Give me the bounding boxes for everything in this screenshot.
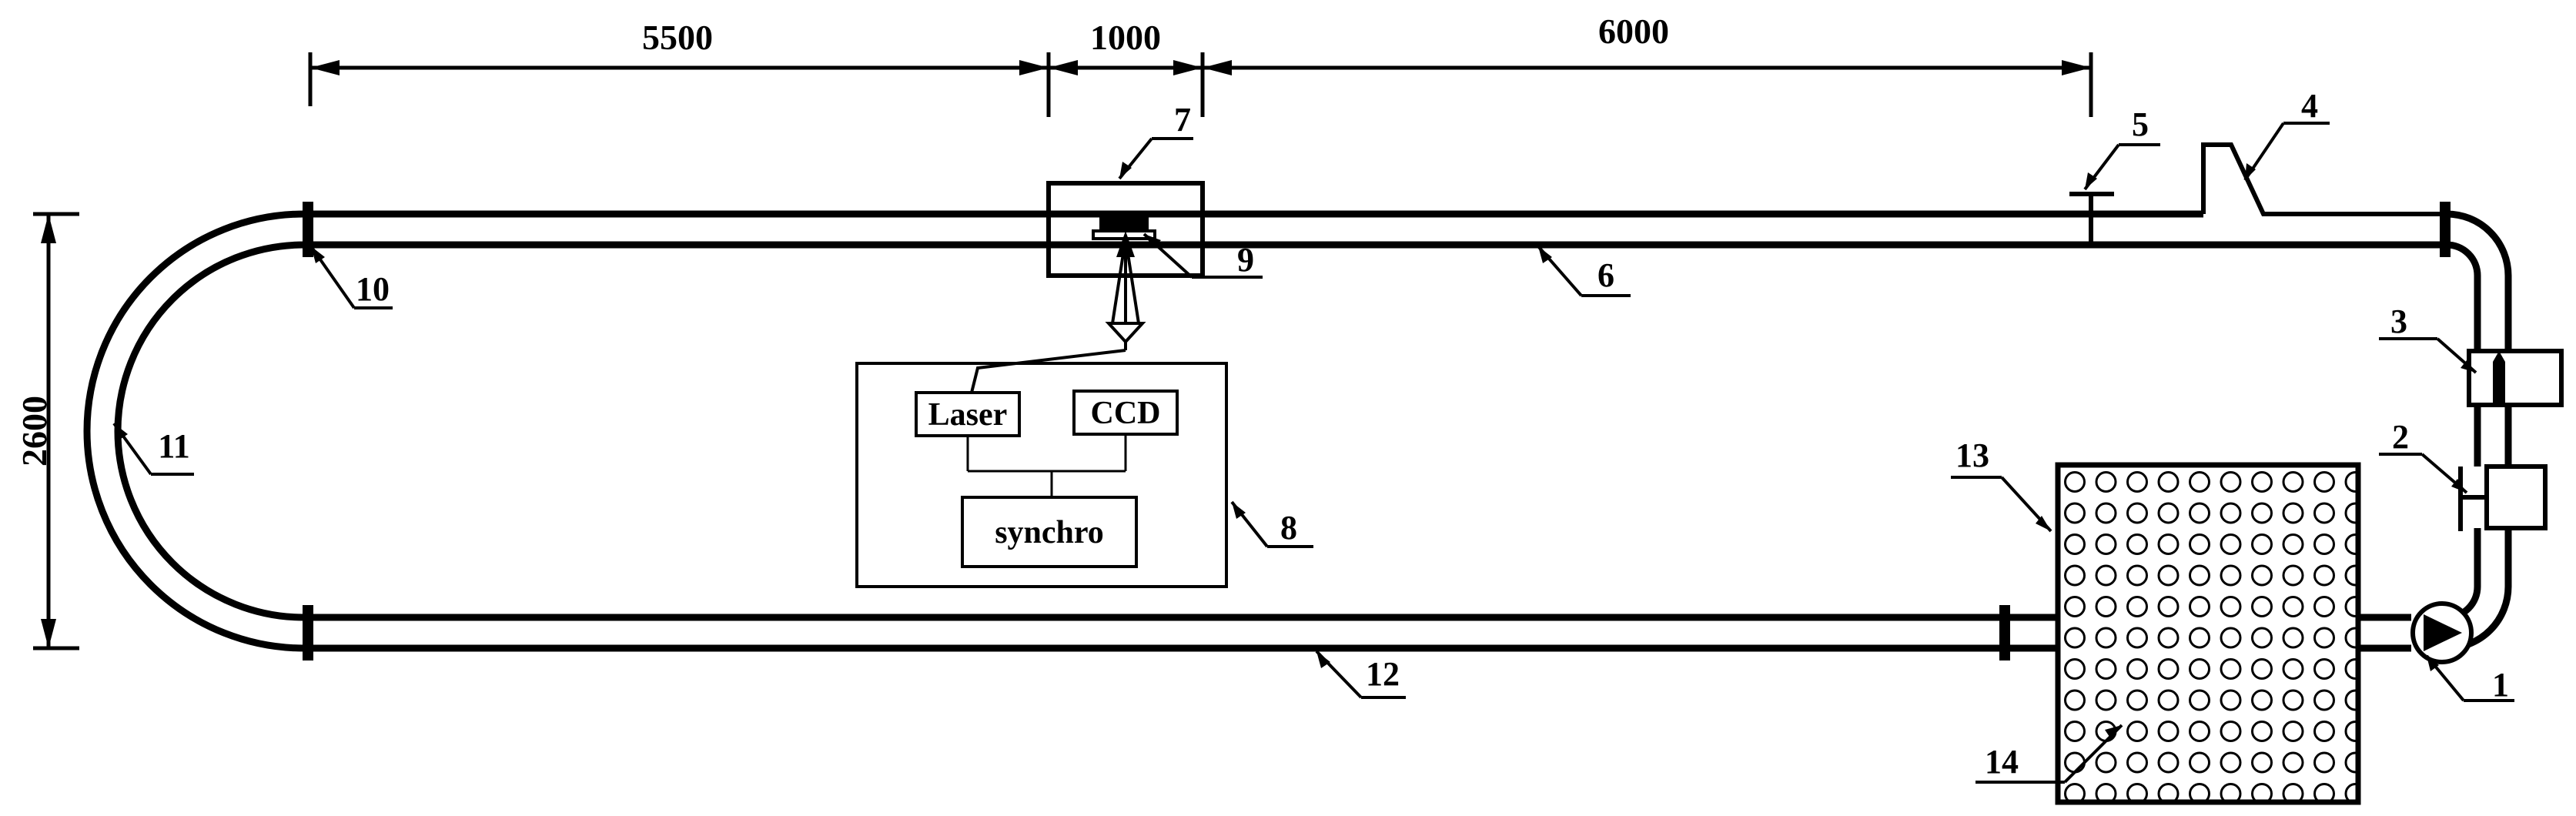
- callout-11: 11: [158, 427, 190, 465]
- callout-arrowheads: [114, 162, 2476, 739]
- synchronizer: [961, 496, 1138, 568]
- pump-1-triangle: [2424, 614, 2462, 651]
- ccd-label: CCD: [1091, 396, 1161, 431]
- callout-14: 14: [1985, 743, 2019, 781]
- callout-6: 6: [1597, 256, 1614, 294]
- dim-5500: 5500: [642, 18, 713, 57]
- valve-2-handle: [2458, 467, 2487, 531]
- callout-5: 5: [2132, 105, 2149, 143]
- height-dimension-arrows: [41, 214, 56, 648]
- dim-2600: 2600: [15, 396, 54, 467]
- sync-connectors: [966, 434, 1127, 497]
- pipe-loop: [83, 210, 2512, 652]
- left-bend-outer-wall: [83, 210, 305, 652]
- callout-9: 9: [1237, 241, 1254, 279]
- right-top-bend-inner: [2446, 241, 2481, 351]
- valve-5: [2069, 192, 2114, 245]
- callout-3: 3: [2390, 303, 2407, 340]
- callout-13: 13: [1955, 436, 1989, 474]
- overflow-tank-4: [2201, 142, 2448, 216]
- tank-13: [2055, 462, 2361, 805]
- optical-window: [1099, 216, 1149, 231]
- callout-2: 2: [2392, 418, 2409, 456]
- height-dimension-line: [33, 212, 79, 650]
- right-top-bend-outer: [2446, 210, 2512, 351]
- callout-12: 12: [1366, 655, 1400, 693]
- callout-10: 10: [356, 270, 390, 308]
- pipe-flanges: [303, 202, 2451, 660]
- beam-arrow-up: [1116, 231, 1135, 257]
- callout-8: 8: [1280, 509, 1297, 547]
- callout-4: 4: [2301, 87, 2318, 125]
- top-dimension-lines: [308, 52, 2093, 117]
- laser-label: Laser: [928, 397, 1008, 433]
- synchro-label: synchro: [995, 515, 1104, 550]
- left-bend-inner-wall: [114, 241, 305, 621]
- flowmeter-3-indicator: [2493, 351, 2505, 405]
- callout-7: 7: [1174, 101, 1191, 139]
- control-box-8: [855, 362, 1228, 588]
- flowmeter-3: [2467, 349, 2564, 407]
- laser-beam: [970, 238, 1146, 393]
- callout-1: 1: [2492, 666, 2509, 704]
- dim-1000: 1000: [1090, 18, 1161, 57]
- top-dimension-arrows: [310, 60, 2091, 75]
- valve-2-body: [2484, 464, 2548, 530]
- dim-6000: 6000: [1598, 12, 1669, 51]
